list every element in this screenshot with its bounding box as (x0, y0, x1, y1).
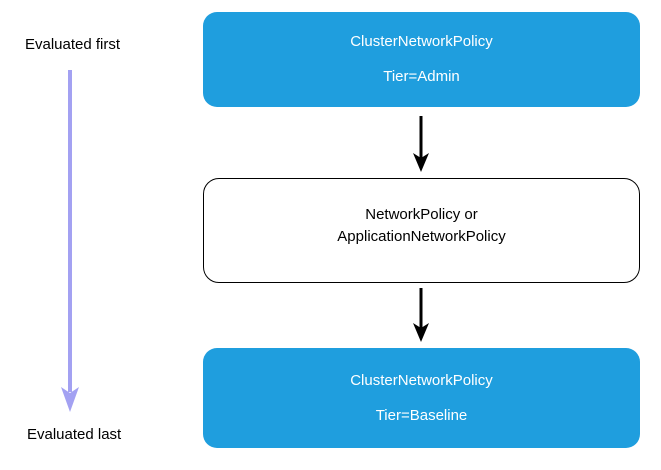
arrow-top-to-middle-head-icon (413, 153, 429, 172)
node-subtitle: ApplicationNetworkPolicy (337, 227, 506, 245)
evaluation-order-arrowhead-icon (61, 387, 79, 412)
node-clusternetworkpolicy-admin: ClusterNetworkPolicy Tier=Admin (203, 12, 640, 107)
evaluated-last-label: Evaluated last (27, 426, 122, 443)
node-subtitle: Tier=Baseline (375, 406, 468, 424)
node-networkpolicy: NetworkPolicy or ApplicationNetworkPolic… (203, 178, 640, 283)
arrow-middle-to-bottom-head-icon (413, 323, 429, 342)
node-title: NetworkPolicy or (365, 205, 478, 223)
node-clusternetworkpolicy-baseline: ClusterNetworkPolicy Tier=Baseline (203, 348, 640, 448)
node-title: ClusterNetworkPolicy (350, 371, 493, 389)
node-title: ClusterNetworkPolicy (350, 33, 493, 50)
node-subtitle: Tier=Admin (383, 68, 460, 85)
evaluated-first-label: Evaluated first (25, 36, 121, 53)
